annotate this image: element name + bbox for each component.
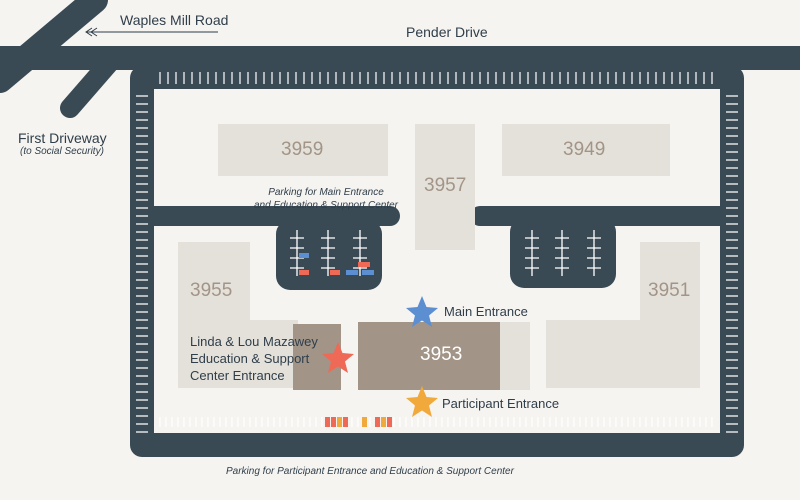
building-3951-label: 3951	[648, 280, 691, 301]
building-3953-label: 3953	[420, 344, 463, 365]
pender-drive-label: Pender Drive	[406, 24, 488, 40]
education-entrance-label: Linda & Lou Mazawey Education & Support …	[190, 334, 318, 383]
education-entrance-star-icon	[322, 342, 354, 373]
main-entrance-star-icon	[406, 296, 438, 327]
first-driveway	[60, 52, 120, 118]
building-3949-shape	[502, 124, 670, 176]
participant-parking-note: Parking for Participant Entrance and Edu…	[226, 466, 514, 477]
participant-entrance-label: Participant Entrance	[442, 396, 560, 411]
main-parking-note: Parking for Main Entrance and Education …	[254, 187, 398, 211]
parking-loop	[130, 66, 744, 457]
main-entrance-label: Main Entrance	[444, 304, 528, 319]
buildings	[178, 124, 700, 390]
first-driveway-label: First Driveway	[18, 130, 107, 146]
participant-spots	[325, 417, 392, 427]
building-3959-shape	[218, 124, 388, 176]
participant-entrance-star-icon	[406, 386, 438, 417]
first-driveway-note: (to Social Security)	[20, 146, 104, 157]
building-3953-annex	[498, 322, 530, 390]
waples-mill-road-label: Waples Mill Road	[120, 12, 229, 28]
building-3957-label: 3957	[424, 175, 467, 196]
building-3957-shape	[415, 124, 475, 250]
entrance-stars	[322, 296, 438, 417]
parking-islands	[276, 218, 616, 290]
building-3959-label: 3959	[281, 139, 324, 160]
parking-ticks	[136, 72, 738, 433]
building-3953-shape	[358, 322, 500, 390]
building-3949-label: 3949	[563, 139, 606, 160]
left-parking-island	[276, 220, 382, 290]
right-parking-island	[510, 218, 616, 288]
building-3955-label: 3955	[190, 280, 233, 301]
waples-mill-arrow-icon	[85, 27, 218, 37]
building-3951-wing	[546, 320, 700, 388]
accessible-spots	[299, 253, 374, 275]
building-3955-wing	[178, 320, 298, 388]
